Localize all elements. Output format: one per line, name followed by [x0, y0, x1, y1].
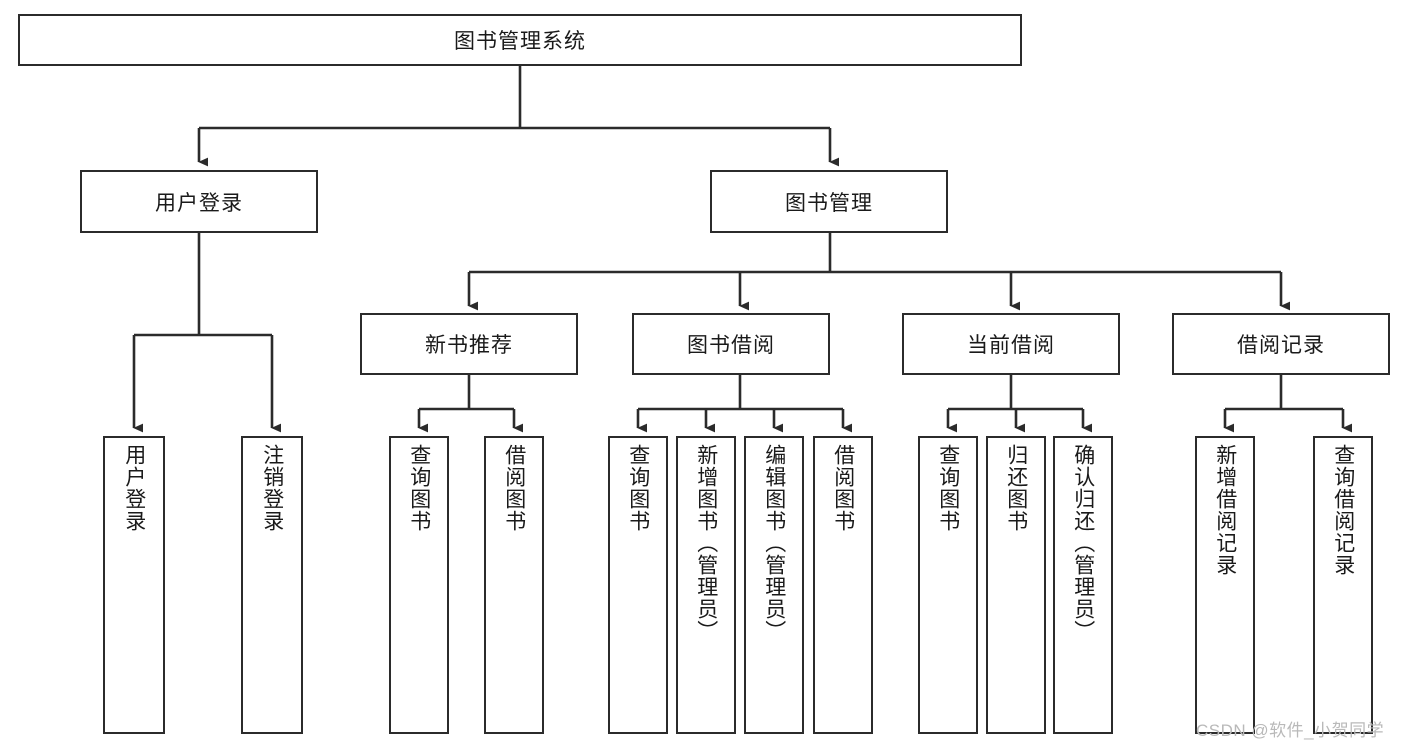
node-leaf-add-record[interactable]: 新增借阅记录 [1195, 436, 1255, 734]
node-root-label: 图书管理系统 [454, 30, 586, 53]
node-leaf-borrow-book-1-label: 借阅图书 [502, 444, 526, 532]
node-leaf-return-book[interactable]: 归还图书 [986, 436, 1046, 734]
node-root[interactable]: 图书管理系统 [18, 14, 1022, 66]
node-leaf-query-book-3-label: 查询图书 [936, 444, 960, 532]
node-leaf-logout[interactable]: 注销登录 [241, 436, 303, 734]
node-leaf-query-book-1-label: 查询图书 [407, 444, 431, 532]
node-leaf-edit-book[interactable]: 编辑图书（管理员） [744, 436, 804, 734]
node-book-borrow[interactable]: 图书借阅 [632, 313, 830, 375]
node-leaf-query-book-3[interactable]: 查询图书 [918, 436, 978, 734]
node-leaf-return-book-label: 归还图书 [1004, 444, 1028, 532]
node-leaf-query-record-label: 查询借阅记录 [1331, 444, 1355, 576]
node-user-login[interactable]: 用户登录 [80, 170, 318, 233]
node-new-book-recommend[interactable]: 新书推荐 [360, 313, 578, 375]
node-leaf-query-record[interactable]: 查询借阅记录 [1313, 436, 1373, 734]
node-leaf-borrow-book-2-label: 借阅图书 [831, 444, 855, 532]
node-book-manage-label: 图书管理 [785, 191, 873, 215]
node-borrow-record-label: 借阅记录 [1237, 334, 1325, 357]
node-new-book-recommend-label: 新书推荐 [425, 334, 513, 357]
node-leaf-borrow-book-1[interactable]: 借阅图书 [484, 436, 544, 734]
watermark-text: CSDN @软件_小贺同学 [1196, 721, 1385, 740]
node-leaf-user-login[interactable]: 用户登录 [103, 436, 165, 734]
node-leaf-add-record-label: 新增借阅记录 [1213, 444, 1237, 576]
node-leaf-query-book-2[interactable]: 查询图书 [608, 436, 668, 734]
node-book-borrow-label: 图书借阅 [687, 334, 775, 357]
node-leaf-add-book[interactable]: 新增图书（管理员） [676, 436, 736, 734]
node-leaf-query-book-2-label: 查询图书 [626, 444, 650, 532]
node-leaf-user-login-label: 用户登录 [122, 444, 146, 532]
node-current-borrow-label: 当前借阅 [967, 334, 1055, 357]
node-leaf-query-book-1[interactable]: 查询图书 [389, 436, 449, 734]
node-user-login-label: 用户登录 [155, 191, 243, 215]
node-leaf-add-book-label: 新增图书（管理员） [694, 444, 718, 642]
node-book-manage[interactable]: 图书管理 [710, 170, 948, 233]
node-leaf-borrow-book-2[interactable]: 借阅图书 [813, 436, 873, 734]
node-borrow-record[interactable]: 借阅记录 [1172, 313, 1390, 375]
node-leaf-confirm-return[interactable]: 确认归还（管理员） [1053, 436, 1113, 734]
node-leaf-edit-book-label: 编辑图书（管理员） [762, 444, 786, 642]
node-leaf-confirm-return-label: 确认归还（管理员） [1071, 444, 1095, 642]
node-leaf-logout-label: 注销登录 [260, 444, 284, 532]
node-current-borrow[interactable]: 当前借阅 [902, 313, 1120, 375]
